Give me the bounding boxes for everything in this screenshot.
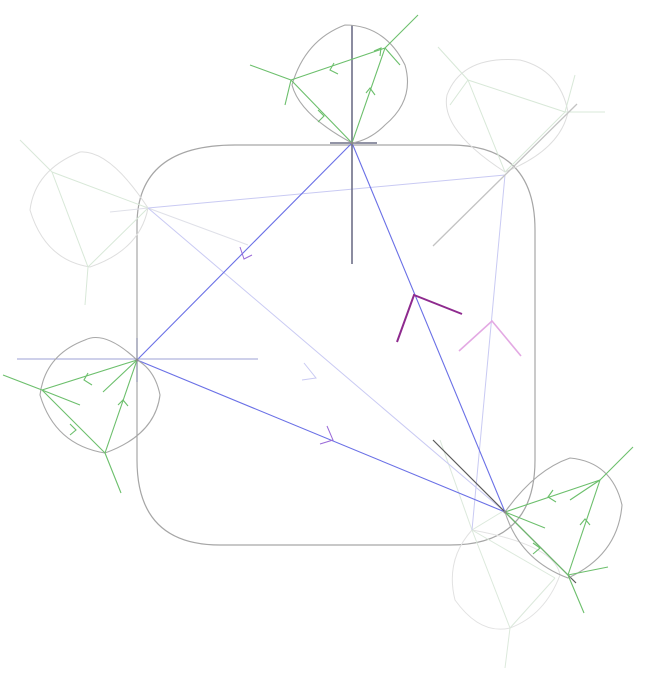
- cluster-top: [249, 14, 419, 144]
- cluster-bottom-right: [504, 446, 634, 614]
- diagonal-axis-top-right: [432, 103, 578, 247]
- vector-arrow-icon: [458, 319, 522, 357]
- cluster-top-right-faint: [437, 46, 605, 173]
- main-outline: [136, 144, 536, 546]
- direction-arrow-icon: [319, 425, 334, 445]
- main-edges: [136, 142, 506, 513]
- cluster-bottom-faint: [439, 439, 561, 669]
- light-edges: [147, 174, 506, 531]
- cluster-left-faint: [19, 139, 249, 306]
- vector-arrow-icon: [396, 293, 463, 343]
- cluster-left: [2, 336, 161, 494]
- node-markers: [135, 141, 507, 514]
- direction-arrow-icon: [239, 246, 253, 260]
